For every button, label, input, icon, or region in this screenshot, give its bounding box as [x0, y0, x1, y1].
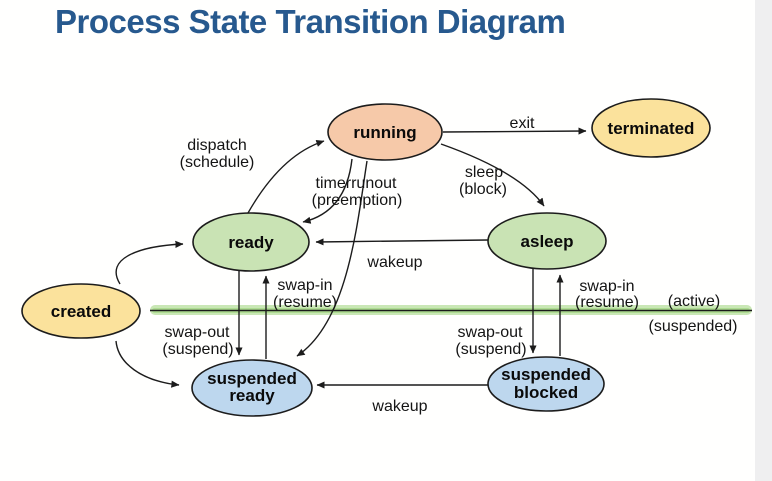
edge-created-to-suspended-ready — [115, 340, 180, 388]
label-exit: exit — [510, 115, 535, 132]
state-created-label: created — [51, 302, 111, 321]
state-running-ellipse — [327, 103, 443, 161]
state-suspended-blocked-label-line1: suspended — [501, 365, 591, 384]
state-asleep-ellipse — [487, 212, 607, 270]
label-sleep-sub: (block) — [459, 181, 507, 198]
state-suspended-blocked-label-line2: blocked — [514, 383, 578, 402]
label-swap-in-left-sub: (resume) — [273, 294, 337, 311]
state-suspended-ready-label-line1: suspended — [207, 369, 297, 388]
label-swap-in-right-sub: (resume) — [575, 294, 639, 311]
edge-wakeup-upper — [315, 238, 489, 246]
state-ready-ellipse — [192, 212, 310, 272]
label-timerrunout: timerrunout — [316, 175, 397, 192]
label-wakeup-lower: wakeup — [371, 398, 427, 415]
label-swap-out-right-sub: (suspend) — [455, 341, 526, 358]
label-sleep: sleep — [465, 164, 503, 181]
label-swap-out-left-sub: (suspend) — [162, 341, 233, 358]
state-suspended-ready-ellipse — [191, 359, 313, 417]
label-suspended-region: (suspended) — [649, 318, 738, 335]
edge-exit — [442, 127, 587, 135]
label-swap-in-left: swap-in — [277, 277, 332, 294]
state-terminated-label: terminated — [608, 119, 695, 138]
edge-sleep — [440, 143, 545, 207]
active-suspended-divider — [150, 305, 752, 315]
slide-title: Process State Transition Diagram — [55, 3, 566, 40]
label-wakeup-upper: wakeup — [366, 254, 422, 271]
label-dispatch-sub: (schedule) — [180, 154, 255, 171]
label-dispatch: dispatch — [187, 137, 247, 154]
edge-created-to-ready — [115, 240, 184, 285]
edge-dispatch — [247, 139, 325, 214]
state-suspended-blocked-ellipse — [487, 356, 605, 412]
label-swap-in-right: swap-in — [579, 278, 634, 295]
right-edge-strip — [755, 0, 772, 481]
state-terminated-ellipse — [591, 98, 711, 158]
label-active-region: (active) — [668, 293, 720, 310]
label-swap-out-left: swap-out — [165, 324, 230, 341]
edge-timerrunout — [302, 158, 353, 224]
edge-running-to-suspended-ready — [296, 160, 368, 357]
state-asleep-label: asleep — [521, 232, 574, 251]
state-ready-label: ready — [228, 233, 274, 252]
label-timerrunout-sub: (preemption) — [312, 192, 403, 209]
state-suspended-ready-label-line2: ready — [229, 386, 275, 405]
state-running-label: running — [353, 123, 416, 142]
state-created-ellipse — [21, 283, 141, 339]
label-swap-out-right: swap-out — [458, 324, 523, 341]
